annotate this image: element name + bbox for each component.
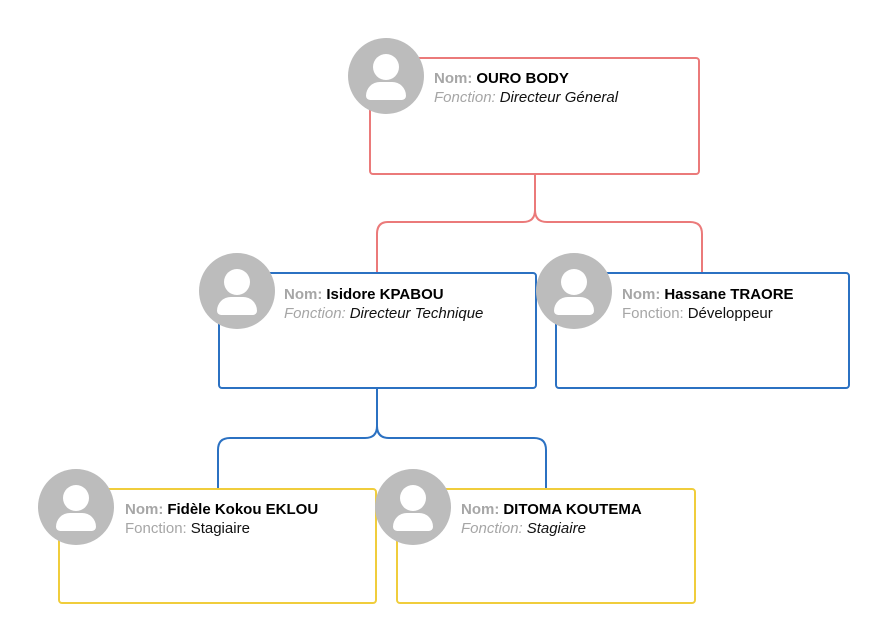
node-info-hassane-traore: Nom:Hassane TRAORE Fonction:Développeur [622,285,794,323]
org-node-ouro-body[interactable] [369,57,700,175]
node-info-ouro-body: Nom:OURO BODY Fonction:Directeur Géneral [434,69,618,107]
person-avatar-icon [348,38,424,114]
node-info-fidele-kokou-eklou: Nom:Fidèle Kokou EKLOU Fonction:Stagiair… [125,500,318,538]
person-avatar-icon [38,469,114,545]
person-name: Fidèle Kokou EKLOU [167,501,319,518]
name-label: Nom: [461,501,500,518]
connector-isidore-kpabou-to-ditoma-koutema [376,388,547,488]
org-node-fidele-kokou-eklou[interactable] [58,488,377,604]
person-avatar-icon [199,253,275,329]
person-function: Stagiaire [526,520,586,537]
person-name: OURO BODY [476,70,569,87]
function-label: Fonction: [622,305,684,322]
function-label: Fonction: [461,520,523,537]
function-label: Fonction: [434,89,496,106]
name-label: Nom: [622,286,661,303]
person-function: Développeur [687,305,773,322]
function-label: Fonction: [125,520,187,537]
person-name: DITOMA KOUTEMA [503,501,642,518]
person-avatar-icon [375,469,451,545]
node-info-ditoma-koutema: Nom:DITOMA KOUTEMA Fonction:Stagiaire [461,500,642,538]
person-name: Hassane TRAORE [664,286,794,303]
name-label: Nom: [434,70,473,87]
person-function: Directeur Technique [349,305,484,322]
name-label: Nom: [284,286,323,303]
person-function: Directeur Géneral [499,89,619,106]
connector-ouro-body-to-isidore-kpabou [376,174,536,272]
person-avatar-icon [536,253,612,329]
name-label: Nom: [125,501,164,518]
person-function: Stagiaire [190,520,250,537]
function-label: Fonction: [284,305,346,322]
connector-ouro-body-to-hassane-traore [534,174,703,272]
node-info-isidore-kpabou: Nom:Isidore KPABOU Fonction:Directeur Te… [284,285,483,323]
person-name: Isidore KPABOU [326,286,444,303]
connector-isidore-kpabou-to-fidele-kokou-eklou [217,388,378,488]
